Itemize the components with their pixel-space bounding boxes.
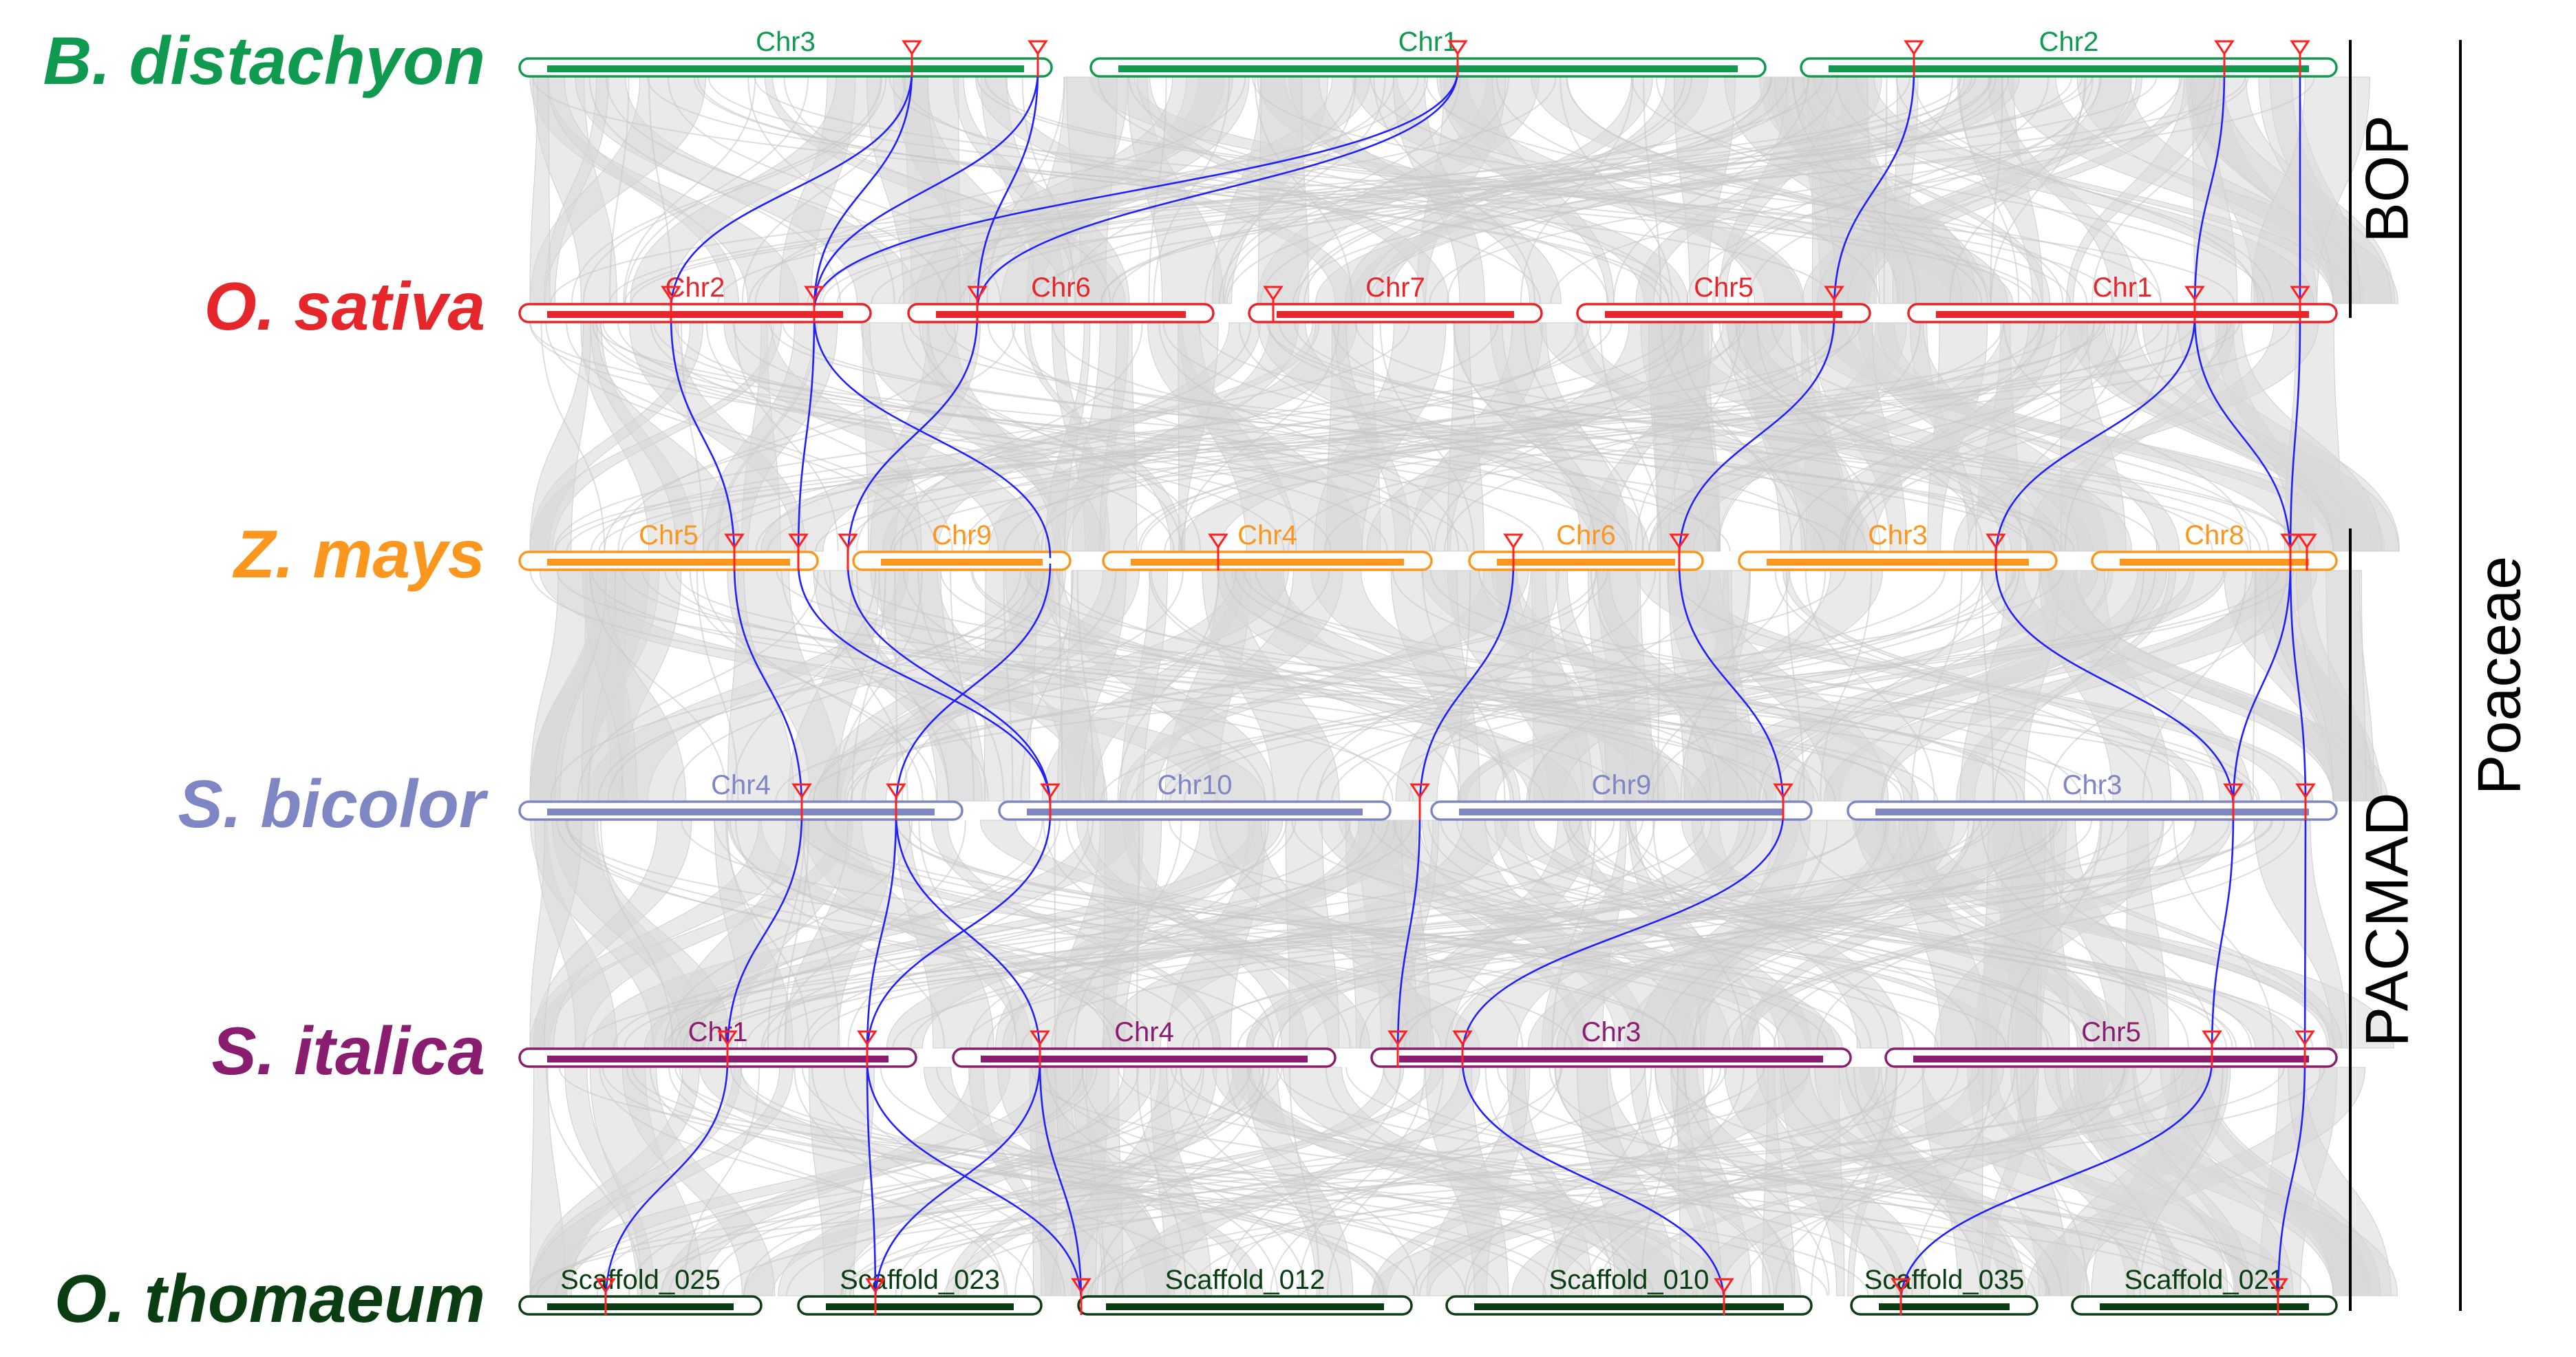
chromosome-label: Chr4 bbox=[1237, 520, 1297, 551]
chromosome-core bbox=[1459, 809, 1784, 815]
chromosome-core bbox=[1106, 1303, 1384, 1310]
chromosome-label: Chr1 bbox=[688, 1017, 748, 1047]
chromosome-label: Scaffold_012 bbox=[1165, 1265, 1326, 1295]
chromosome-core bbox=[547, 559, 790, 566]
species-label-o-sativa: O. sativa bbox=[204, 268, 485, 344]
chromosome-label: Chr3 bbox=[1868, 520, 1928, 551]
chromosome-core bbox=[1131, 559, 1404, 566]
chromosome-label: Chr10 bbox=[1158, 770, 1233, 800]
chromosome-core bbox=[1027, 809, 1363, 815]
clade-pacmad-label: PACMAD bbox=[2352, 793, 2420, 1047]
chromosome-label: Chr1 bbox=[2093, 273, 2153, 303]
chromosome-label: Chr9 bbox=[1592, 770, 1652, 800]
chromosome-core bbox=[1497, 559, 1675, 566]
species-label-z-mays: Z. mays bbox=[232, 516, 485, 592]
chromosome-core bbox=[547, 1303, 734, 1310]
chromosome-label: Chr3 bbox=[1582, 1017, 1641, 1047]
chromosome-label: Chr5 bbox=[2081, 1017, 2141, 1047]
chromosome-label: Chr6 bbox=[1031, 273, 1091, 303]
chromosome-label: Scaffold_023 bbox=[840, 1265, 1000, 1295]
clade-poaceae-label: Poaceae bbox=[2465, 556, 2533, 795]
chromosome-label: Chr5 bbox=[1694, 273, 1754, 303]
chromosome-core bbox=[547, 1056, 888, 1062]
chromosome-label: Scaffold_035 bbox=[1864, 1265, 2025, 1295]
chromosome-label: Chr3 bbox=[756, 27, 816, 57]
chromosome-core bbox=[1118, 65, 1738, 72]
chromosome-core bbox=[547, 809, 935, 815]
clade-annotations: BOP PACMAD Poaceae bbox=[2350, 40, 2533, 1311]
chromosome-core bbox=[1767, 559, 2029, 566]
chromosome-core bbox=[1605, 311, 1842, 318]
chromosome-label: Scaffold_025 bbox=[560, 1265, 721, 1295]
chromosome-core bbox=[547, 311, 843, 318]
chromosome-core bbox=[881, 559, 1043, 566]
chromosome-label: Chr5 bbox=[639, 520, 699, 551]
chromosome-core bbox=[826, 1303, 1014, 1310]
clade-bop-label: BOP bbox=[2352, 115, 2420, 243]
chromosome-core bbox=[1474, 1303, 1784, 1310]
species-label-o-thomaeum: O. thomaeum bbox=[54, 1261, 485, 1336]
chromosome-core bbox=[1875, 809, 2309, 815]
species-labels: B. distachyon O. sativa Z. mays S. bicolorS… bbox=[43, 23, 488, 1336]
chromosome-core bbox=[981, 1056, 1308, 1062]
chromosome-label: Chr7 bbox=[1365, 273, 1425, 303]
chromosome-label: Chr8 bbox=[2184, 520, 2244, 551]
chromosome-label: Scaffold_010 bbox=[1549, 1265, 1710, 1295]
chromosome-core bbox=[1829, 65, 2309, 72]
chromosome-core bbox=[547, 65, 1024, 72]
chromosome-label: Chr6 bbox=[1556, 520, 1616, 551]
synteny-ribbon bbox=[530, 77, 550, 303]
chromosome-core bbox=[1913, 1056, 2309, 1062]
chromosome-label: Chr4 bbox=[1114, 1017, 1174, 1047]
chromosome-label: Chr9 bbox=[932, 520, 992, 551]
chromosome-core bbox=[936, 311, 1186, 318]
synteny-ribbon bbox=[530, 323, 590, 551]
chromosome-label: Chr2 bbox=[2039, 27, 2099, 57]
species-label-s-bicolor: S. bicolor bbox=[178, 766, 488, 842]
chromosome-label: Chr4 bbox=[711, 770, 771, 800]
chromosome-core bbox=[1277, 311, 1514, 318]
species-label-s-italica: S. italica bbox=[211, 1013, 485, 1089]
species-label-b-distachyon: B. distachyon bbox=[43, 23, 485, 98]
background-synteny-links bbox=[530, 77, 2399, 1296]
chromosome-core bbox=[2120, 559, 2309, 566]
chromosome-core bbox=[1879, 1303, 2010, 1310]
chromosome-core bbox=[1936, 311, 2309, 318]
chromosome-label: Scaffold_021 bbox=[2125, 1265, 2285, 1295]
chromosome-label: Chr3 bbox=[2063, 770, 2122, 800]
gene-link bbox=[2305, 813, 2306, 1055]
